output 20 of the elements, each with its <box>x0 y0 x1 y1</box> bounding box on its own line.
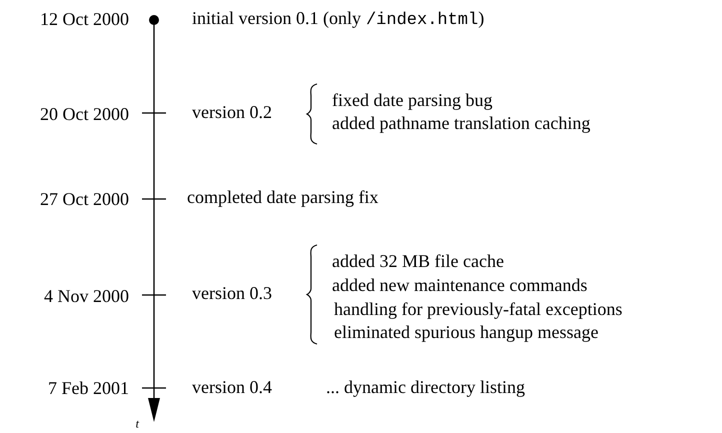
version-label: version 0.3 <box>192 284 272 304</box>
event-text: ) <box>478 9 484 29</box>
date-label: 12 Oct 2000 <box>40 10 129 30</box>
change-item: fixed date parsing bug <box>332 91 492 111</box>
date-label: 7 Feb 2001 <box>48 379 129 399</box>
date-label: 27 Oct 2000 <box>40 190 129 210</box>
date-label: 4 Nov 2000 <box>44 287 129 307</box>
event-text: completed date parsing fix <box>187 188 378 208</box>
change-item: handling for previously-fatal exceptions <box>334 300 622 320</box>
change-item: added pathname translation caching <box>332 114 590 134</box>
change-item: added new maintenance commands <box>332 276 588 296</box>
change-item: eliminated spurious hangup message <box>334 323 598 343</box>
change-item: added 32 MB file cache <box>332 252 504 272</box>
event-text: initial version 0.1 (only <box>192 9 361 29</box>
event-text: ... dynamic directory listing <box>326 378 525 398</box>
version-label: version 0.2 <box>192 103 272 123</box>
version-label: version 0.4 <box>192 378 272 398</box>
file-path: /index.html <box>366 12 478 31</box>
time-axis-label: t <box>136 417 139 431</box>
date-label: 20 Oct 2000 <box>40 105 129 125</box>
